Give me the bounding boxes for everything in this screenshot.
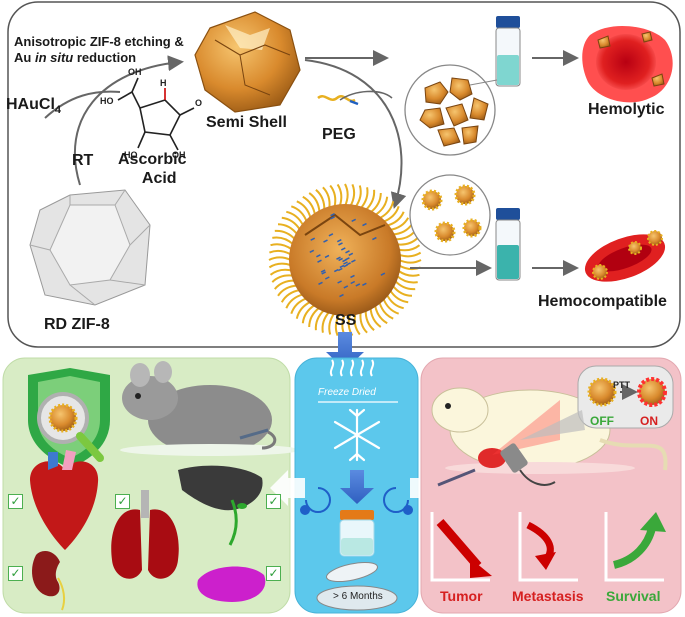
rt-label: RT: [72, 152, 93, 170]
ptt-label: PTT: [613, 380, 630, 390]
etching-suffix: reduction: [73, 50, 136, 65]
ss-label: SS: [335, 312, 356, 330]
etching-label-line2: Au in situ reduction: [14, 50, 136, 65]
hemolytic-rbc: [582, 26, 672, 102]
freeze-dried-label: Freeze Dried: [318, 387, 376, 398]
ascorbic-acid-label: AscorbicAcid: [118, 150, 186, 188]
liver-check-icon: ✓: [266, 494, 281, 509]
etching-italic: in situ: [35, 50, 73, 65]
etching-label-line1: Anisotropic ZIF-8 etching &: [14, 34, 184, 49]
tumor-label: Tumor: [440, 588, 483, 604]
storage-jar: [340, 510, 374, 556]
etching-prefix: Au: [14, 50, 35, 65]
hemolytic-label: Hemolytic: [588, 101, 664, 119]
hemocompatible-label: Hemocompatible: [538, 293, 667, 311]
vial-hemocompatible: [496, 208, 520, 280]
ascorbic-line2: Acid: [118, 169, 186, 188]
on-label: ON: [640, 414, 658, 428]
haucl4-main: HAuCl: [6, 96, 55, 113]
dispersed-zoom-circle: [410, 175, 490, 255]
molecule-ho-left: HO: [100, 96, 114, 106]
heart-check-icon: ✓: [8, 494, 23, 509]
aggregate-zoom-circle: [405, 65, 495, 155]
lungs-check-icon: ✓: [115, 494, 130, 509]
haucl4-label: HAuCl4: [6, 96, 61, 116]
haucl4-sub: 4: [55, 104, 61, 116]
molecule-o-right: O: [195, 98, 202, 108]
spleen-check-icon: ✓: [266, 566, 281, 581]
semi-shell-label: Semi Shell: [206, 114, 287, 132]
rd-zif8-crystal: [30, 190, 150, 305]
survival-label: Survival: [606, 588, 660, 604]
rd-zif8-label: RD ZIF-8: [44, 316, 110, 334]
molecule-h: H: [160, 78, 167, 88]
molecule-oh-top: OH: [128, 67, 142, 77]
storage-duration-label: > 6 Months: [333, 591, 383, 602]
off-label: OFF: [590, 414, 614, 428]
metastasis-label: Metastasis: [512, 588, 584, 604]
ascorbic-line1: Ascorbic: [118, 150, 186, 169]
kidney-check-icon: ✓: [8, 566, 23, 581]
peg-label: PEG: [322, 126, 356, 144]
